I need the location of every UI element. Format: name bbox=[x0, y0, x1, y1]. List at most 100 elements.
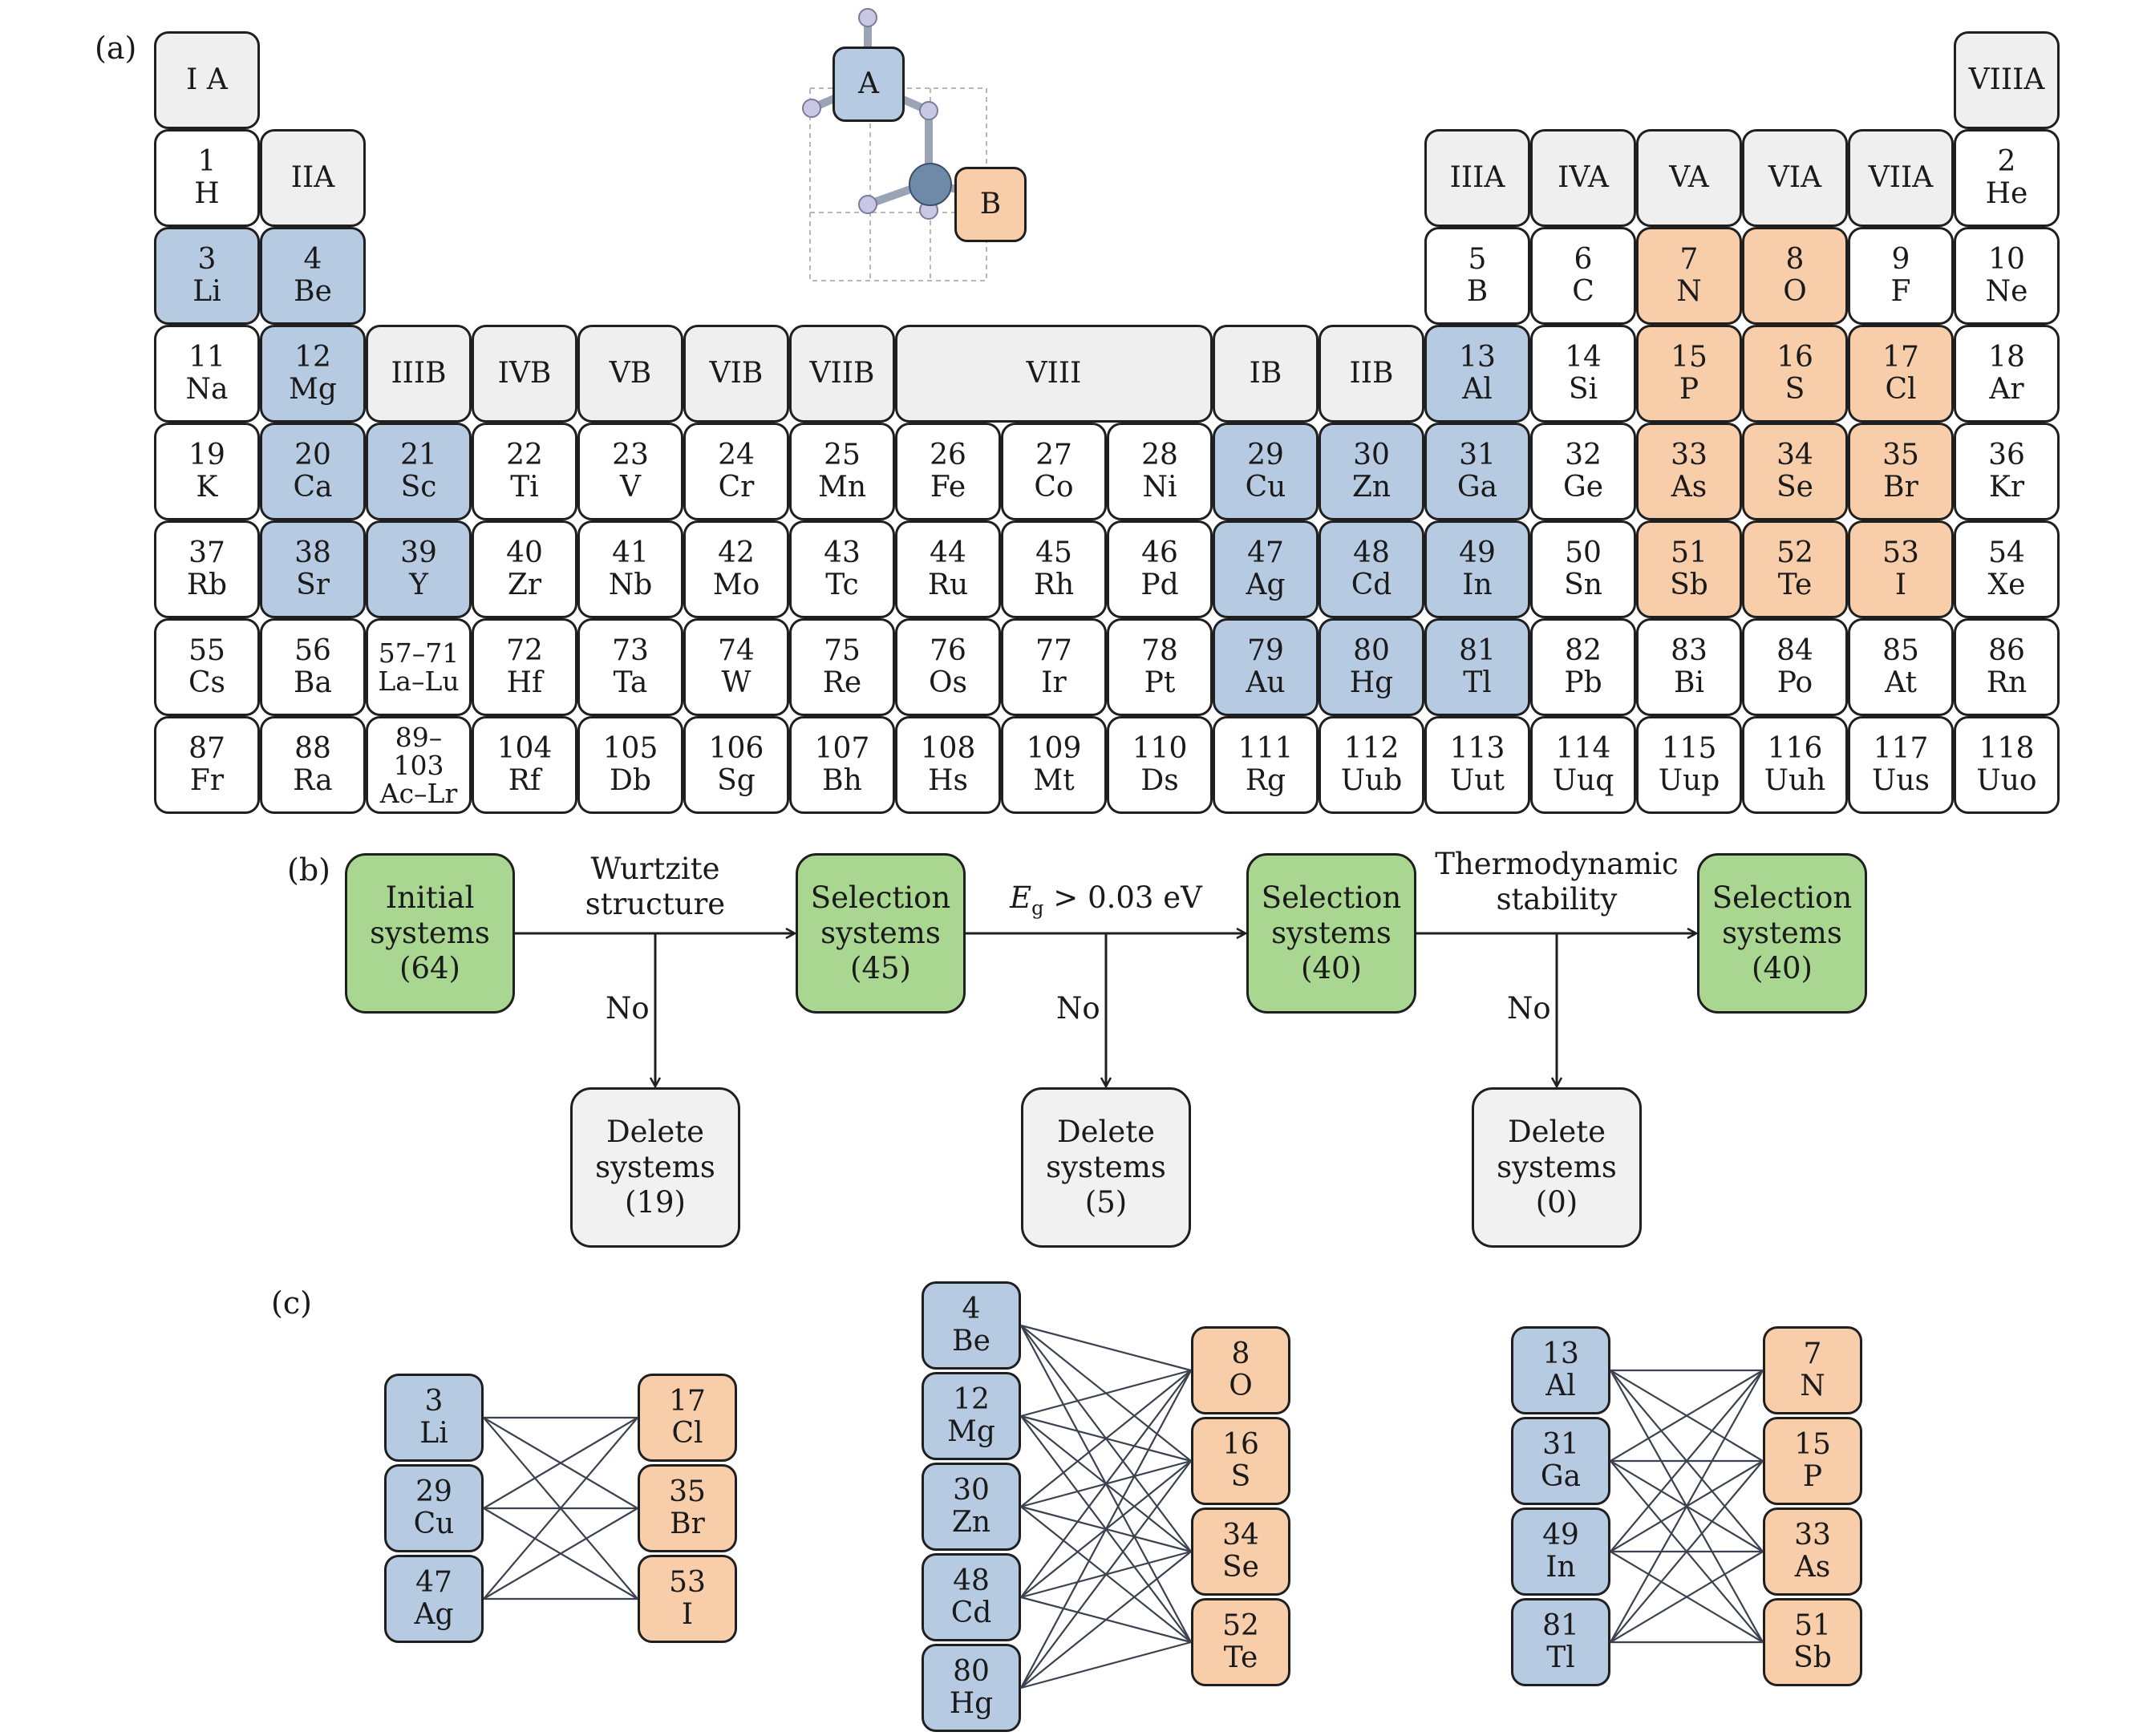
atomic-number: 29 bbox=[1247, 439, 1284, 471]
element-symbol: Zr bbox=[507, 569, 542, 601]
group-header-vb: VB bbox=[577, 325, 683, 423]
atomic-number: 106 bbox=[708, 732, 764, 765]
atomic-number: 7 bbox=[1679, 243, 1699, 276]
atomic-number: 78 bbox=[1141, 634, 1178, 667]
element-symbol: Ti bbox=[510, 471, 539, 504]
panel-label-b: (b) bbox=[287, 852, 330, 888]
element-symbol: Sc bbox=[400, 471, 437, 504]
atomic-number: 4 bbox=[303, 243, 322, 276]
flow-box-line: (0) bbox=[1535, 1185, 1578, 1220]
criterion-line: structure bbox=[585, 887, 726, 921]
atomic-number: 37 bbox=[188, 536, 225, 569]
atomic-number: 16 bbox=[1776, 341, 1813, 374]
atomic-number: 52 bbox=[1776, 536, 1813, 569]
element-symbol: Mo bbox=[712, 569, 760, 601]
atomic-number: 12 bbox=[294, 341, 331, 374]
atomic-number: 77 bbox=[1035, 634, 1072, 667]
combination-line-cu-i bbox=[483, 1507, 638, 1600]
combination-line-zn-o bbox=[1020, 1370, 1192, 1507]
group-label-via: VIA bbox=[1768, 161, 1822, 194]
panel-label-c: (c) bbox=[271, 1285, 312, 1321]
element-symbol: I bbox=[1894, 569, 1907, 601]
atomic-number: 107 bbox=[814, 732, 870, 765]
group-header-viiia: VIIIA bbox=[1954, 31, 2060, 129]
atomic-number: 7 bbox=[1803, 1337, 1822, 1370]
element-symbol: Kr bbox=[1988, 471, 2025, 504]
element-symbol: Db bbox=[610, 764, 651, 797]
element-symbol: Uuo bbox=[1976, 764, 2037, 797]
atomic-number: 15 bbox=[1671, 341, 1707, 374]
atomic-number: 24 bbox=[718, 439, 755, 471]
atomic-number: 20 bbox=[294, 439, 331, 471]
combination-line-be-te bbox=[1020, 1325, 1192, 1643]
atomic-number: 46 bbox=[1141, 536, 1178, 569]
element-symbol: Os bbox=[929, 666, 967, 699]
combination-line-zn-s bbox=[1020, 1459, 1192, 1508]
element-symbol: Al bbox=[1462, 373, 1493, 406]
atomic-number: 35 bbox=[669, 1475, 706, 1508]
element-symbol: In bbox=[1462, 569, 1493, 601]
element-symbol: B bbox=[1466, 275, 1489, 308]
element-symbol: Ge bbox=[1562, 471, 1604, 504]
element-symbol: Li bbox=[192, 275, 221, 308]
element-symbol: Po bbox=[1776, 666, 1813, 699]
element-symbol: Br bbox=[670, 1507, 705, 1540]
element-symbol: Te bbox=[1223, 1641, 1258, 1674]
atomic-number: 8 bbox=[1231, 1337, 1250, 1370]
combination-line-hg-o bbox=[1020, 1370, 1192, 1689]
no-label: No bbox=[1507, 991, 1551, 1026]
element-symbol: Ca bbox=[293, 471, 333, 504]
element-symbol: Te bbox=[1777, 569, 1813, 601]
atomic-number: 49 bbox=[1542, 1519, 1579, 1552]
element-symbol: As bbox=[1794, 1551, 1831, 1584]
atomic-number: 79 bbox=[1247, 634, 1284, 667]
atomic-number: 57–71 bbox=[378, 637, 460, 669]
atomic-number: 28 bbox=[1141, 439, 1178, 471]
element-symbol: Pd bbox=[1140, 569, 1179, 601]
combination-line-ga-n bbox=[1610, 1370, 1764, 1462]
element-symbol: Rf bbox=[508, 764, 541, 797]
group-header-viia: VIIA bbox=[1848, 129, 1954, 227]
element-symbol: P bbox=[1679, 373, 1699, 406]
atomic-number: 6 bbox=[1574, 243, 1593, 276]
atomic-number: 5 bbox=[1468, 243, 1487, 276]
element-symbol: N bbox=[1676, 275, 1702, 308]
combination-line-ga-as bbox=[1610, 1460, 1764, 1552]
atomic-number: 55 bbox=[188, 634, 225, 667]
element-symbol: Cl bbox=[671, 1417, 703, 1450]
group-header-iva: IVA bbox=[1530, 129, 1636, 227]
element-symbol: Pt bbox=[1144, 666, 1176, 699]
